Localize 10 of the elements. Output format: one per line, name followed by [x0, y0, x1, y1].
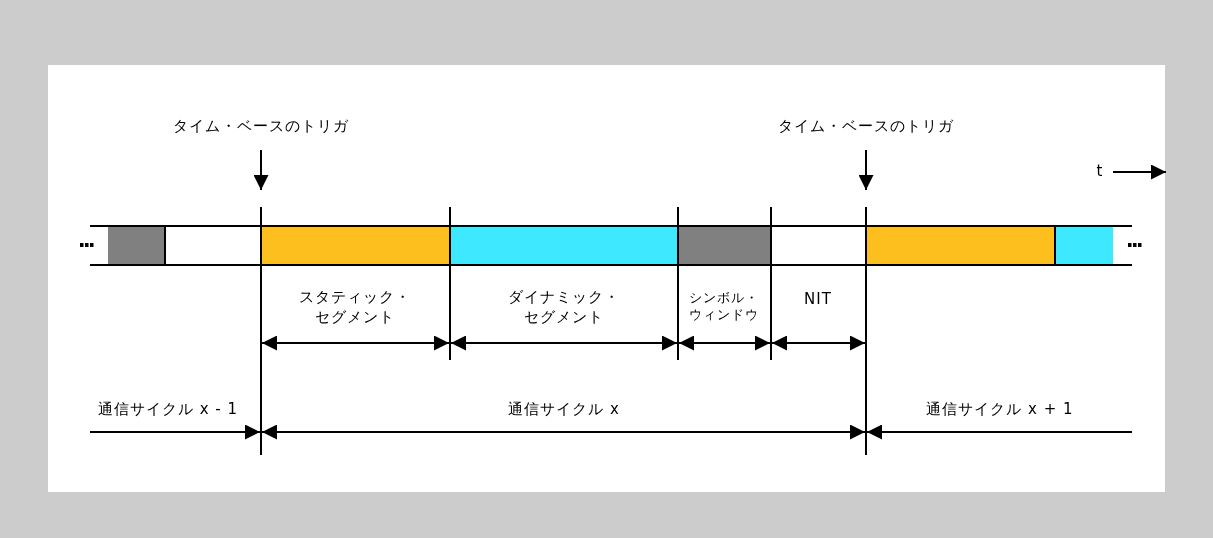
trigger-label: タイム・ベースのトリガ: [778, 117, 954, 137]
segment-label: ダイナミック・セグメント: [507, 287, 621, 327]
cycle-label: 通信サイクル x - 1: [97, 400, 239, 420]
segment-label: スタティック・セグメント: [298, 287, 412, 327]
segment-label: NIT: [804, 290, 832, 310]
trigger-label: タイム・ベースのトリガ: [173, 117, 349, 137]
cycle-label: 通信サイクル x + 1: [926, 400, 1074, 420]
time-label: t: [1096, 162, 1104, 182]
segment-label: シンボル・ウィンドウ: [688, 290, 760, 324]
cycle-label: 通信サイクル x: [508, 400, 620, 420]
